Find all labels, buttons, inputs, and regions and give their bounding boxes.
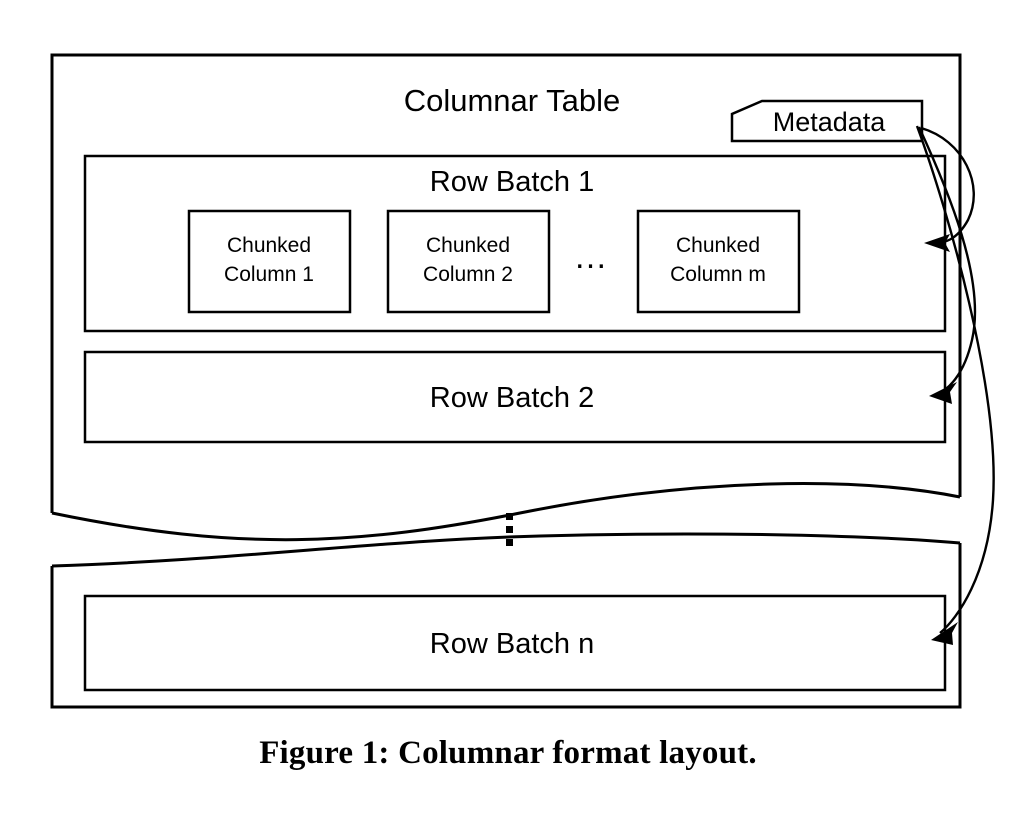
columnar-table-title: Columnar Table: [404, 83, 621, 118]
chunked-column-m-line2: Column m: [670, 263, 766, 286]
figure-caption: Figure 1: Columnar format layout.: [259, 735, 757, 771]
row-batch-1-label: Row Batch 1: [430, 166, 594, 198]
vertical-ellipsis-dot-1: [506, 513, 513, 520]
chunked-columns-ellipsis: …: [574, 238, 611, 276]
chunked-column-1-line1: Chunked: [227, 234, 311, 257]
chunked-column-2-box[interactable]: [386, 209, 551, 314]
vertical-ellipsis-dot-2: [506, 526, 513, 533]
chunked-column-2-line2: Column 2: [423, 263, 513, 286]
chunked-column-2-line1: Chunked: [426, 234, 510, 257]
arrow-head-row-batch-1-icon: [924, 234, 950, 252]
arrow-metadata-to-row-batch-2: [917, 126, 977, 396]
table-break-line-upper: [51, 482, 961, 542]
table-break-line-lower: [51, 532, 961, 568]
vertical-ellipsis-dot-3: [506, 539, 513, 546]
columnar-table-outer-box-lower: [50, 543, 962, 709]
arrow-head-row-batch-2-icon: [929, 382, 957, 404]
chunked-column-1-line2: Column 1: [224, 263, 314, 286]
chunked-column-1-box[interactable]: [187, 209, 352, 314]
arrow-metadata-to-row-batch-n: [915, 125, 995, 634]
columnar-table-outer-box-upper: [50, 53, 962, 513]
metadata-box[interactable]: [730, 99, 924, 143]
arrow-head-row-batch-n-icon: [931, 622, 958, 645]
row-batch-n-label: Row Batch n: [430, 628, 594, 660]
chunked-column-m-box[interactable]: [636, 209, 801, 314]
metadata-label: Metadata: [773, 107, 887, 137]
arrow-metadata-to-row-batch-1: [920, 126, 975, 245]
row-batch-2-label: Row Batch 2: [430, 382, 594, 414]
chunked-column-m-line1: Chunked: [676, 234, 760, 257]
